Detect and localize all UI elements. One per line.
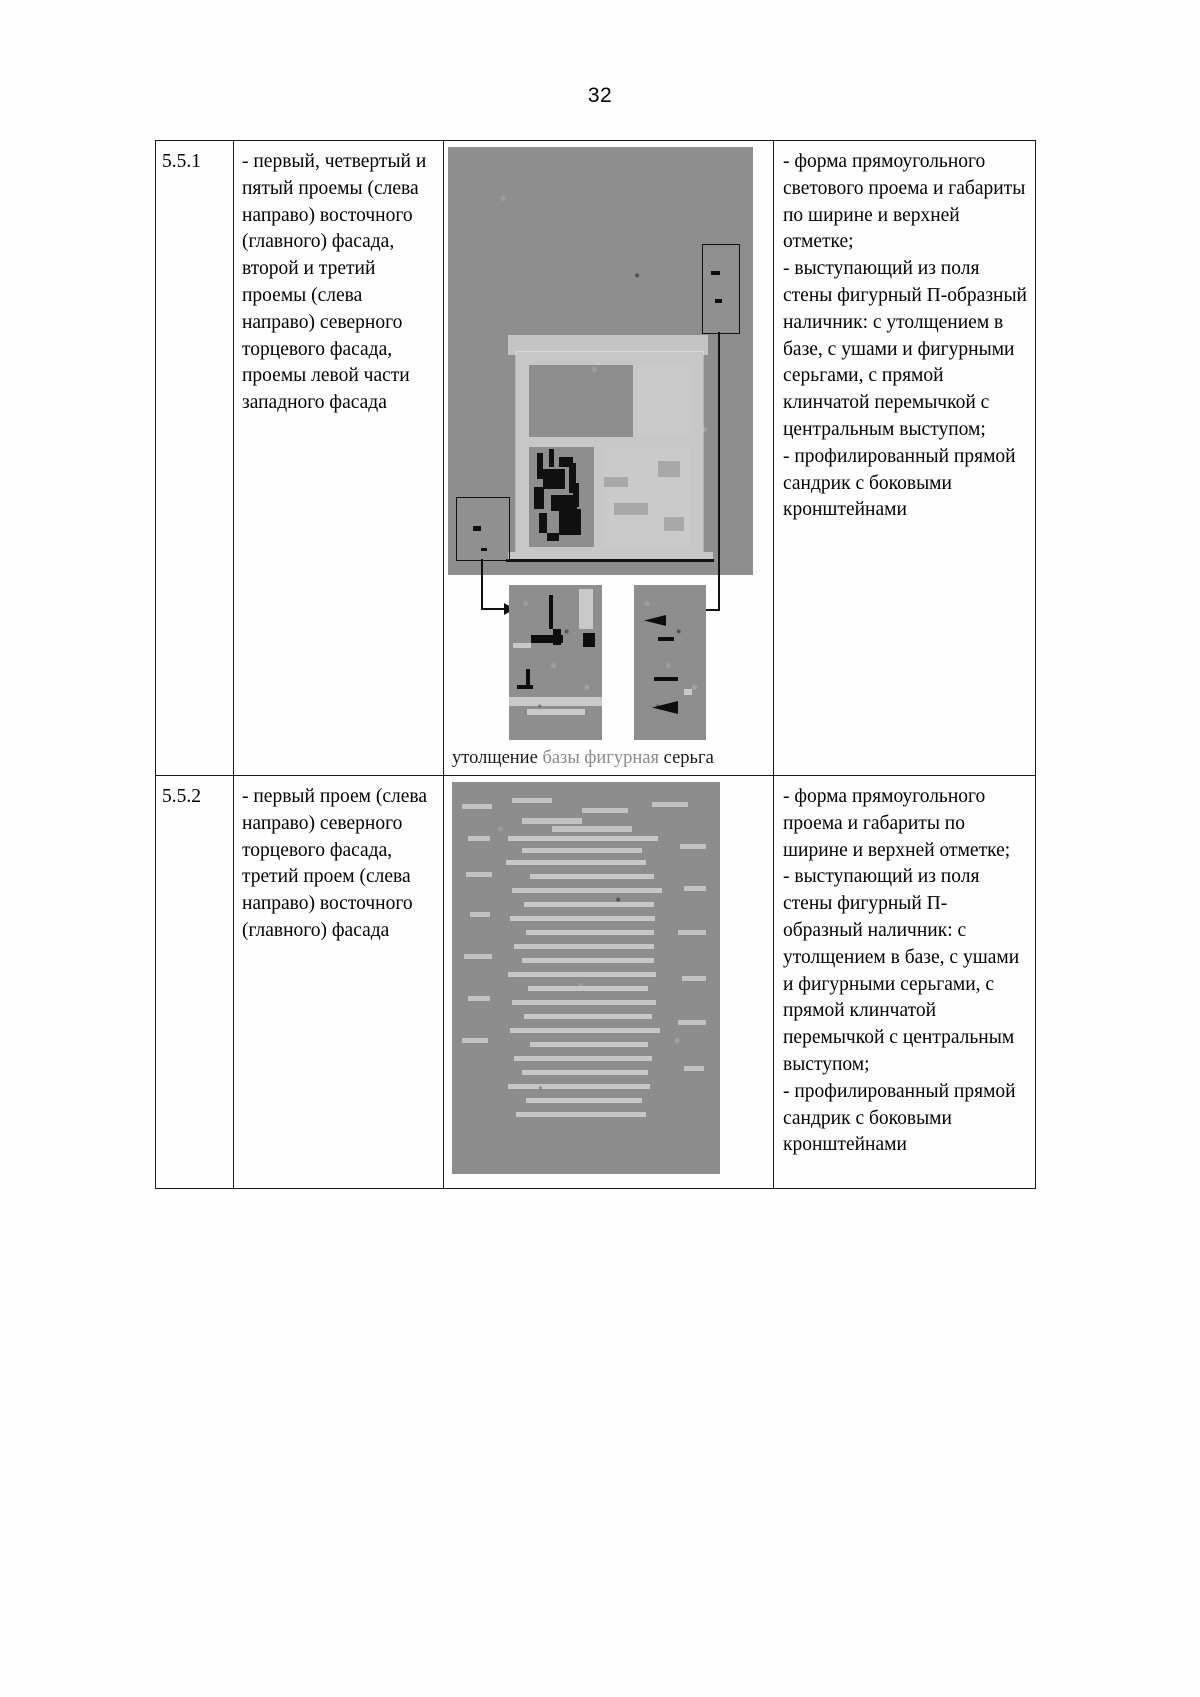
row-features-cell: - форма прямоугольного светового проема …	[773, 140, 1036, 776]
row-figure-cell	[443, 775, 774, 1189]
leader-line-left-horizontal	[481, 608, 505, 610]
row-description-text: - первый проем (слева направо) северного…	[242, 786, 428, 941]
leader-line-right-vertical	[718, 332, 720, 610]
window-pane-lower-right	[604, 447, 690, 547]
callout-box-base-thickening	[456, 497, 510, 561]
specification-table: 5.5.1 - первый, четвертый и пятый проемы…	[155, 140, 1036, 1189]
sill-shadow-line	[506, 559, 714, 562]
figure-caption-part-c: серьга	[663, 748, 714, 768]
window-lintel	[508, 335, 708, 355]
photo-detail-base-thickening	[509, 585, 602, 740]
row-number-cell: 5.5.1	[155, 140, 234, 776]
table-row: 5.5.1 - первый, четвертый и пятый проемы…	[155, 140, 1036, 776]
brick-detail-area	[504, 830, 672, 1130]
window-pane-upper-right	[638, 366, 690, 434]
row-number-text: 5.5.2	[162, 786, 201, 807]
row-features-cell: - форма прямоугольного проема и габариты…	[773, 775, 1036, 1189]
row-figure-cell: утолщение базы фигурная серьга	[443, 140, 774, 776]
window-frame	[516, 352, 703, 558]
detail-photos-row	[444, 585, 774, 745]
figure-caption: утолщение базы фигурная серьга	[452, 747, 774, 769]
photo-detail-figured-earring	[634, 585, 706, 740]
photo-window-main	[448, 147, 753, 575]
photo-window-brick	[452, 782, 720, 1174]
leader-line-left-vertical	[481, 559, 483, 609]
figure-block: утолщение базы фигурная серьга	[444, 147, 774, 775]
table-row: 5.5.2 - первый проем (слева направо) сев…	[155, 775, 1036, 1189]
figure-caption-part-b: базы фигурная	[537, 748, 664, 768]
figure-caption-part-a: утолщение	[452, 748, 538, 768]
window-sill	[508, 552, 713, 560]
leader-line-right-horizontal	[696, 609, 720, 611]
row-description-cell: - первый, четвертый и пятый проемы (слев…	[233, 140, 444, 776]
row-description-text: - первый, четвертый и пятый проемы (слев…	[242, 151, 427, 414]
row-number-cell: 5.5.2	[155, 775, 234, 1189]
row-features-text: - форма прямоугольного проема и габариты…	[783, 786, 1020, 1156]
row-features-text: - форма прямоугольного светового проема …	[783, 151, 1027, 521]
window-pane-lower-left	[529, 447, 594, 547]
row-description-cell: - первый проем (слева направо) северного…	[233, 775, 444, 1189]
window-pane-upper-left	[529, 365, 633, 437]
page-number: 32	[587, 84, 613, 107]
figure-block	[444, 782, 774, 1188]
row-number-text: 5.5.1	[162, 151, 201, 172]
callout-box-earring	[702, 244, 740, 334]
